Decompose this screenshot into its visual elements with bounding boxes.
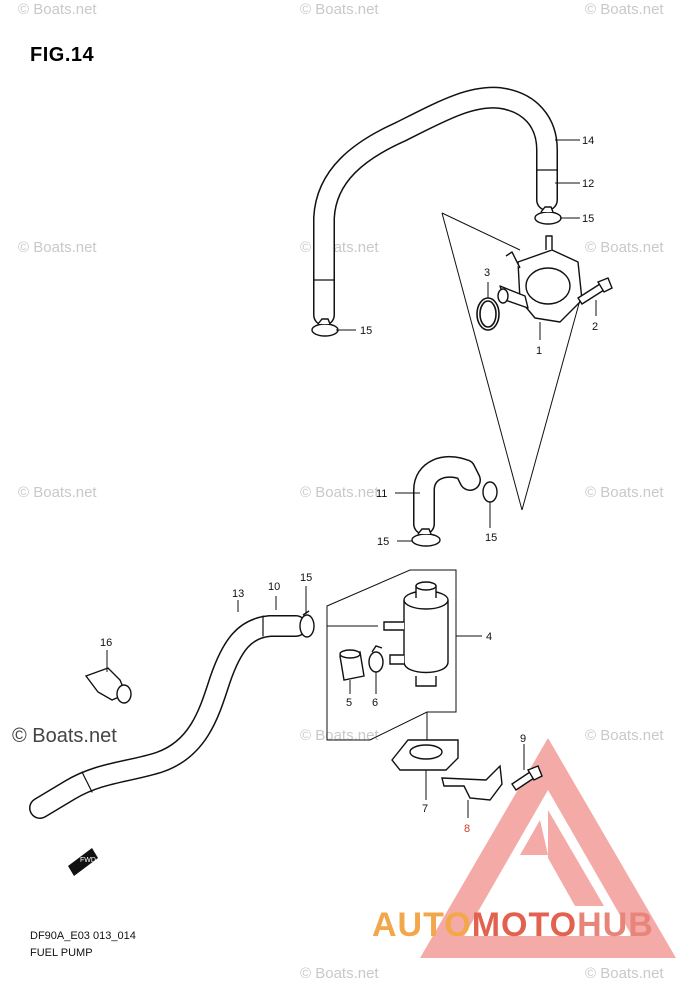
watermark: © Boats.net <box>300 965 379 982</box>
part-label-11: 11 <box>376 488 387 500</box>
hose-clamp-icon <box>411 481 498 547</box>
hose-clamp-icon <box>368 645 384 673</box>
part-label-8: 8 <box>464 823 470 835</box>
watermark: © Boats.net <box>585 727 664 744</box>
part-label-15: 15 <box>582 213 594 225</box>
figure-caption: FUEL PUMP <box>30 947 93 959</box>
watermark: © Boats.net <box>300 727 379 744</box>
part-label-15: 15 <box>360 325 372 337</box>
part-label-14: 14 <box>582 135 594 147</box>
part-label-12: 12 <box>582 178 594 190</box>
watermark: © Boats.net <box>300 484 379 501</box>
callout-lines <box>106 139 597 818</box>
part-label-15: 15 <box>300 572 312 584</box>
watermark: © Boats.net <box>18 1 97 18</box>
brand-part-moto: MOTO <box>471 906 578 944</box>
o-ring-icon <box>476 297 500 331</box>
watermark: © Boats.net <box>300 239 379 256</box>
part-label-10: 10 <box>268 581 280 593</box>
part-label-5: 5 <box>346 697 352 709</box>
brand-wordmark: AUTOMOTOHUB <box>372 906 654 945</box>
watermark: © Boats.net <box>18 484 97 501</box>
part-label-1: 1 <box>536 345 542 357</box>
brand-part-auto: AUTO <box>372 906 472 944</box>
hose-clip-icon <box>84 667 132 704</box>
fuel-hose-11 <box>413 455 481 535</box>
watermark: © Boats.net <box>585 965 664 982</box>
watermark: © Boats.net <box>18 239 97 256</box>
part-label-16: 16 <box>100 637 112 649</box>
forward-label: FWD <box>80 857 96 864</box>
part-label-6: 6 <box>372 697 378 709</box>
watermark: © Boats.net <box>300 1 379 18</box>
part-label-2: 2 <box>592 321 598 333</box>
part-label-7: 7 <box>422 803 428 815</box>
fuel-filter-icon <box>383 581 449 687</box>
forward-direction-marker: FWD <box>68 848 98 876</box>
watermark-layer: © Boats.net © Boats.net © Boats.net © Bo… <box>12 1 664 982</box>
part-label-3: 3 <box>484 267 490 279</box>
figure-title: FIG.14 <box>30 44 95 66</box>
part-label-4: 4 <box>486 631 492 643</box>
part-label-9: 9 <box>520 733 526 745</box>
fuel-pump-icon <box>497 235 583 323</box>
part-label-15: 15 <box>377 536 389 548</box>
watermark: © Boats.net <box>585 239 664 256</box>
fuel-hose-14 <box>313 86 558 326</box>
bolt-icon <box>577 277 613 305</box>
filter-bracket-icon <box>391 739 459 771</box>
hose-clamp-icon <box>299 610 315 638</box>
watermark: © Boats.net <box>585 484 664 501</box>
brand-part-hub: HUB <box>577 906 654 944</box>
drawing-code: DF90A_E03 013_014 <box>30 930 136 942</box>
part-label-13: 13 <box>232 588 244 600</box>
fuel-hose-13 <box>29 615 307 819</box>
part-labels: 14 12 15 15 3 2 1 11 15 15 4 5 6 13 10 1… <box>100 135 598 835</box>
bracket-plate-icon <box>441 764 503 801</box>
watermark: © Boats.net <box>585 1 664 18</box>
part-label-15: 15 <box>485 532 497 544</box>
watermark-emphasis: © Boats.net <box>12 725 117 747</box>
short-hose-icon <box>339 649 365 681</box>
brand-logo-icon <box>420 738 676 958</box>
hose-clamp-icon <box>311 206 562 337</box>
bolt-icon <box>511 765 543 791</box>
